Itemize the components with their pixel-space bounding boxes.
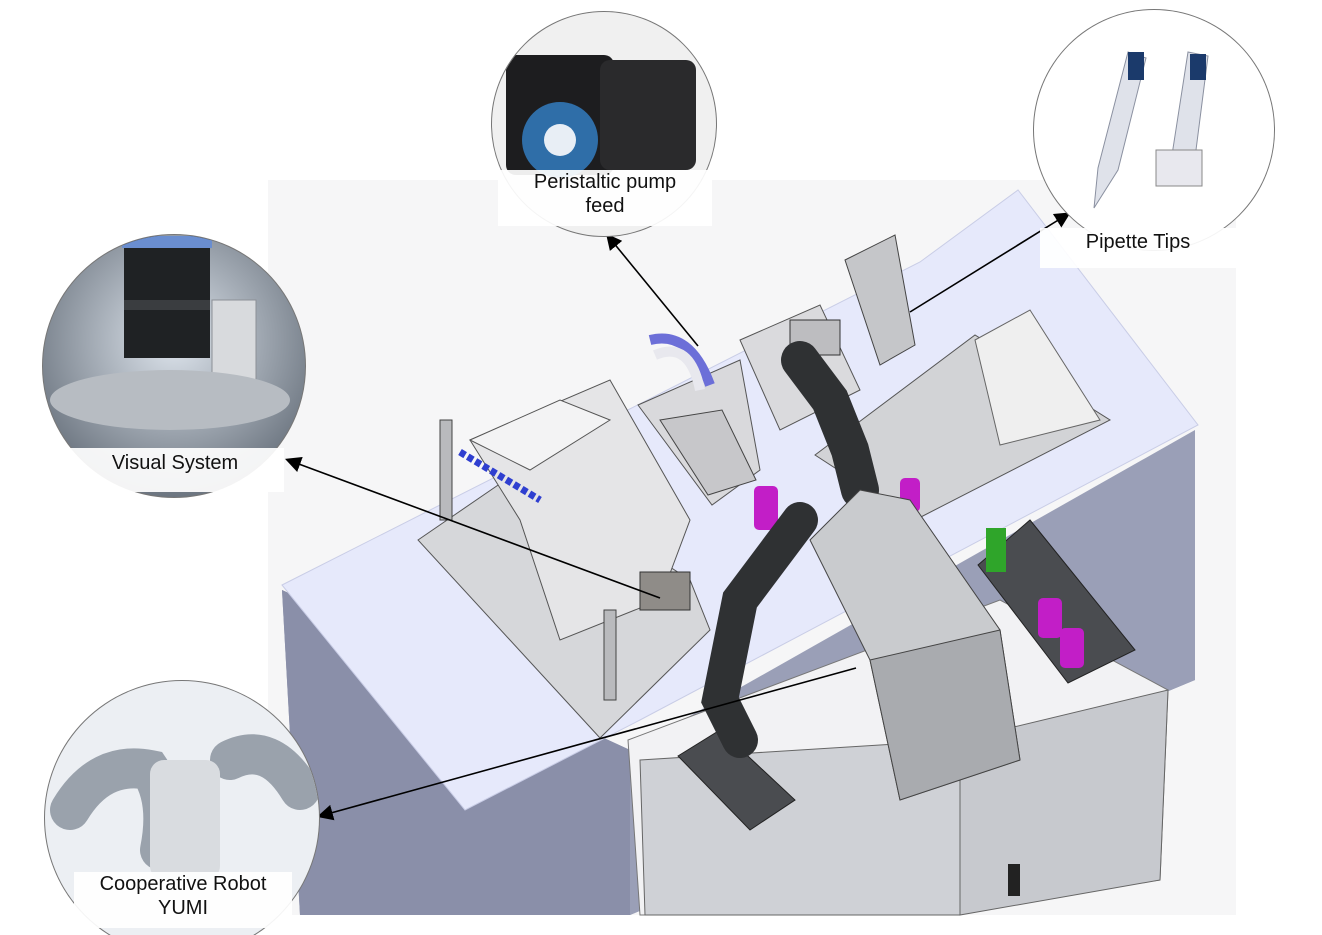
cooperative-robot-label: Cooperative Robot YUMI (74, 872, 292, 928)
cooperative-arrow (316, 667, 857, 821)
pipette-callout (1033, 9, 1275, 251)
left-column-2 (603, 609, 617, 701)
pipette-tips-label: Pipette Tips (1040, 228, 1236, 268)
cooperative-robot-label-line1: Cooperative Robot (99, 873, 267, 895)
pump-hoses (648, 333, 715, 387)
white-boxes (974, 309, 1101, 446)
pump-arrow (605, 233, 699, 347)
pump-tray (659, 409, 757, 496)
magenta-vial-3 (754, 486, 778, 530)
cabinet-handle (1008, 864, 1020, 896)
yumi-right-arm (210, 734, 319, 810)
pipette-tips-label-text: Pipette Tips (1085, 231, 1191, 253)
green-holder (986, 528, 1006, 572)
left-module-top (468, 399, 612, 471)
peristaltic-pump-label: Peristaltic pump feed (498, 170, 712, 226)
robot-left-arm (701, 502, 818, 758)
magenta-vial-1 (1038, 598, 1062, 638)
ring-light (50, 370, 290, 430)
left-column-1 (439, 419, 453, 521)
gray-block (639, 571, 691, 611)
visual-system-label-text: Visual System (111, 452, 239, 474)
visual-system-label: Visual System (66, 448, 284, 492)
magenta-vial-2 (1060, 628, 1084, 668)
robot-right-arm (781, 341, 879, 509)
robot-torso-shade (869, 629, 1021, 801)
camera-lens (124, 236, 210, 358)
peristaltic-pump-label-line1: Peristaltic pump (533, 171, 677, 193)
yumi-body (150, 760, 220, 880)
multichannel-head (1155, 149, 1203, 187)
pipette-stand (844, 234, 916, 366)
blue-cable (458, 448, 542, 504)
visual-arrow (284, 456, 661, 599)
cooperative-robot-label-line2: YUMI (158, 897, 208, 919)
tube-tray (677, 729, 796, 831)
peristaltic-pump-label-line2: feed (585, 195, 625, 217)
